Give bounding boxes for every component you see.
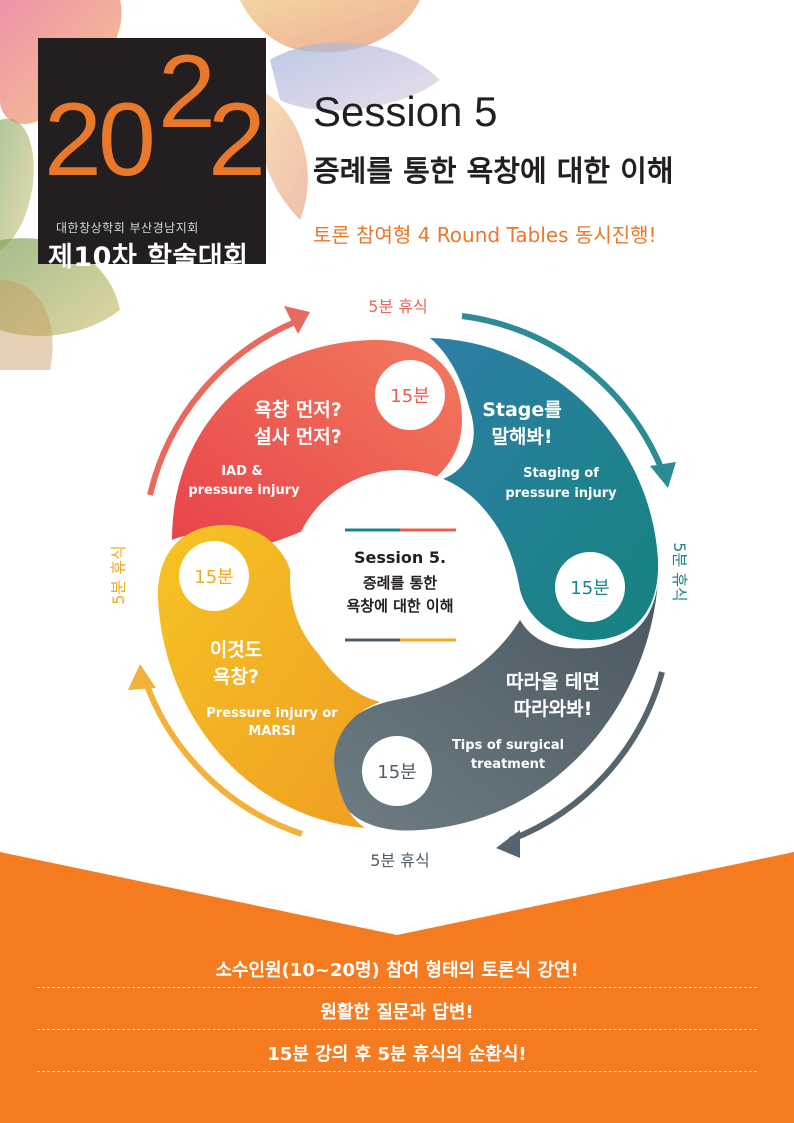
gray-title-1: 따라올 테면 bbox=[506, 671, 600, 693]
gray-en-2: treatment bbox=[471, 757, 545, 772]
year-digit-1: 2 bbox=[44, 82, 102, 198]
yellow-title-1: 이것도 bbox=[210, 639, 262, 661]
center-line1: Session 5. bbox=[354, 548, 446, 567]
teal-en-1: Staging of bbox=[523, 466, 599, 481]
society-branch: 대한창상학회 부산경남지회 bbox=[56, 221, 199, 235]
center-circle bbox=[290, 470, 510, 690]
duration-gray: 15분 bbox=[377, 762, 416, 783]
break-label-left: 5분 휴식 bbox=[109, 545, 128, 604]
year-digit-2: 0 bbox=[98, 82, 156, 198]
red-title-1: 욕창 먼저? bbox=[254, 399, 342, 421]
yellow-en-1: Pressure injury or bbox=[206, 706, 338, 721]
break-label-bottom: 5분 휴식 bbox=[370, 851, 429, 870]
teal-title-2: 말해봐! bbox=[491, 426, 552, 448]
footer-divider-3 bbox=[37, 1071, 757, 1072]
session-subtitle: 증례를 통한 욕창에 대한 이해 bbox=[313, 154, 674, 188]
year-digit-3: 2 bbox=[158, 34, 216, 150]
teal-en-2: pressure injury bbox=[505, 486, 617, 501]
yellow-en-2: MARSI bbox=[248, 724, 295, 739]
duration-circle-red bbox=[375, 360, 445, 430]
arrow-head-top-right bbox=[650, 462, 676, 488]
arrow-top-right bbox=[461, 313, 665, 472]
arrow-bottom-left bbox=[142, 678, 303, 837]
arrow-head-bottom-left bbox=[128, 664, 156, 690]
year-digit-4: 2 bbox=[208, 82, 266, 198]
gray-title-2: 따라와봐! bbox=[514, 698, 593, 720]
duration-circle-gray bbox=[362, 736, 432, 806]
tagline: 토론 참여형 4 Round Tables 동시진행! bbox=[313, 223, 657, 247]
arrow-top-left bbox=[147, 319, 297, 496]
leaves-decoration bbox=[0, 0, 440, 370]
break-label-right: 5분 휴식 bbox=[670, 542, 689, 601]
red-title-2: 설사 먼저? bbox=[254, 426, 342, 448]
red-en-2: pressure injury bbox=[188, 483, 300, 498]
duration-teal: 15분 bbox=[570, 578, 609, 599]
break-label-top: 5분 휴식 bbox=[368, 297, 427, 316]
arrow-head-bottom-right bbox=[496, 830, 520, 858]
footer-line-3: 15분 강의 후 5분 휴식의 순환식! bbox=[267, 1044, 527, 1065]
center-line2: 증례를 통한 bbox=[363, 574, 437, 592]
footer-divider-2 bbox=[37, 1029, 757, 1030]
footer-divider-1 bbox=[37, 987, 757, 988]
duration-circle-yellow bbox=[179, 541, 249, 611]
arrow-bottom-right bbox=[508, 671, 665, 843]
conference-logo: 2 0 2 2 대한창상학회 부산경남지회 제10차 학술대회 bbox=[38, 34, 266, 273]
teal-title-1: Stage를 bbox=[482, 399, 562, 421]
session-title: Session 5 bbox=[313, 88, 498, 135]
duration-circle-teal bbox=[555, 552, 625, 622]
duration-red: 15분 bbox=[390, 386, 429, 407]
duration-yellow: 15분 bbox=[194, 567, 233, 588]
footer-line-2: 원활한 질문과 답변! bbox=[320, 1002, 474, 1023]
gray-en-1: Tips of surgical bbox=[452, 738, 564, 753]
footer-line-1: 소수인원(10~20명) 참여 형태의 토론식 강연! bbox=[215, 960, 579, 981]
center-line3: 욕창에 대한 이해 bbox=[346, 597, 453, 615]
round-table-diagram: 5분 휴식 5분 휴식 5분 휴식 5분 휴식 Session 5. 증례를 통… bbox=[109, 297, 689, 870]
conference-name: 제10차 학술대회 bbox=[48, 242, 249, 273]
arrow-head-top-left bbox=[284, 306, 310, 334]
yellow-title-2: 욕창? bbox=[213, 666, 259, 688]
red-en-1: IAD & bbox=[221, 464, 263, 479]
